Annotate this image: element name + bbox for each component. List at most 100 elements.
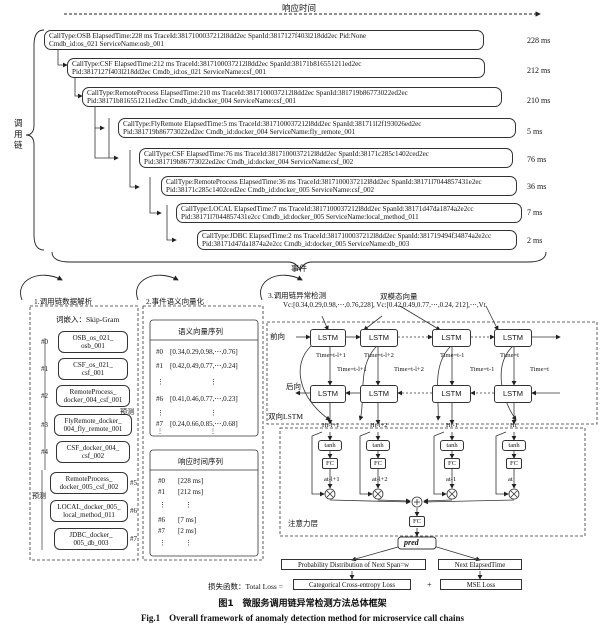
caption-cn: 图1 微服务调用链异常检测方法总体框架 (218, 599, 387, 609)
response-time-label: 响应时间 (282, 3, 317, 13)
a-label-2: at-l+2 (372, 476, 388, 483)
event-label: 事件 (291, 264, 307, 273)
predict-tag-2: 预测 (32, 492, 46, 500)
multimodal-label: 双模态向量 (380, 292, 418, 301)
lstm-forward-2: LSTM (360, 329, 398, 347)
a-label-3: at-1 (446, 476, 457, 483)
idx-5: #5 (130, 479, 137, 487)
call-span-2: CallType:RemoteProcess ElapsedTime:210 m… (82, 87, 502, 107)
time-top-1: Time=t-l+1 (316, 352, 346, 359)
span-1-ms: 212 ms (527, 66, 551, 75)
vec-val-2: ⋮ (210, 378, 217, 386)
caption-en: Fig.1 Overall framework of anomaly detec… (140, 613, 465, 623)
next-span-distribution: Probability Distribution of Next Span=w (281, 559, 426, 570)
predict-tag: 预测 (120, 408, 134, 416)
embed-label: 词嵌入：Skip-Gram (56, 315, 120, 324)
lstm-backward-3: LSTM (432, 385, 471, 403)
event-template-0: OSB_os_021_osb_001 (58, 331, 128, 353)
vec-val-1: [0.42,0.49,0.77,⋯,0.24] (170, 362, 238, 370)
resp-val-1: [212 ms] (178, 488, 204, 496)
call-span-6: CallType:LOCAL ElapsedTime:7 ms TraceId:… (176, 203, 522, 223)
time-mid-1: Time=t-l+1 (337, 366, 367, 373)
attention-label: 注意力层 (288, 519, 318, 528)
idx-6: #6 (130, 507, 137, 515)
h-label-3: Ht-1 (446, 422, 458, 429)
vector-seq-title: 语义向量序列 (178, 327, 223, 336)
resp-idx-0: #0 (158, 477, 165, 485)
lstm-forward-1: LSTM (310, 329, 346, 347)
event-template-5: RemoteProcess_docker_005_csf_002 (50, 472, 128, 494)
span-4-ms: 76 ms (527, 155, 547, 164)
a-label-4: at (508, 476, 513, 483)
call-span-1: CallType:CSF ElapsedTime:212 ms TraceId:… (67, 58, 485, 78)
vec-val-4: ⋮ (210, 409, 217, 417)
resp-val-4: [2 ms] (178, 527, 197, 535)
span-3-ms: 5 ms (527, 127, 543, 136)
time-mid-3: Time=t-1 (470, 366, 495, 373)
fc-4: FC (506, 458, 522, 469)
idx-7: #7 (130, 535, 137, 543)
h-label-1: Ht-l+1 (322, 422, 340, 429)
loss-prefix: 损失函数：Total Loss = (208, 582, 283, 591)
idx-3: #3 (41, 421, 48, 429)
loss-plus: + (427, 580, 432, 589)
vec-idx-5: #7 (156, 420, 163, 428)
time-mid-4: Time=t (530, 366, 549, 373)
span-2-ms: 210 ms (527, 96, 551, 105)
idx-0: #0 (41, 338, 48, 346)
span-7-ms: 2 ms (527, 236, 543, 245)
time-top-2: Time=t-l+2 (364, 352, 394, 359)
next-elapsed-time: Next ElapsedTime (438, 559, 522, 570)
resp-idx-4: #7 (158, 527, 165, 535)
span-5-ms: 36 ms (527, 182, 547, 191)
event-template-4: CSF_docker_004_csf_002 (56, 441, 130, 463)
idx-1: #1 (41, 365, 48, 373)
vec-val-3: [0.41,0.46,0.77,⋯,0.23] (170, 395, 238, 403)
vec-val-6: ⋮ (210, 429, 216, 435)
cross-entropy-loss: Categorical Cross-entropy Loss (293, 579, 411, 590)
section2-title: 2.事件语义向量化 (146, 297, 205, 306)
a-label-1: at-l+1 (324, 476, 340, 483)
vec-val-0: [0.34,0.29,0.98,⋯,0.76] (170, 348, 238, 356)
tanh-3: tanh (440, 440, 464, 451)
backward-label: 后向 (286, 382, 301, 391)
mse-loss: MSE Loss (440, 579, 522, 590)
resp-idx-2: ⋮ (159, 501, 166, 509)
lstm-backward-2: LSTM (360, 385, 398, 403)
call-chain-side-label: 调 用 链 (14, 118, 23, 150)
pred-node: pred (404, 538, 419, 547)
call-span-0: CallType:OSB ElapsedTime:228 ms TraceId:… (44, 30, 484, 50)
time-top-3: Time=t-1 (440, 352, 465, 359)
call-span-7: CallType:JDBC ElapsedTime:2 ms TraceId:3… (197, 230, 517, 250)
h-label-4: Ht (510, 422, 517, 429)
vec-idx-6: ⋮ (157, 429, 163, 435)
resp-val-5: ⋮ (185, 539, 192, 547)
resp-val-2: ⋮ (185, 501, 192, 509)
forward-label: 前向 (270, 332, 285, 341)
section3-title: 3.调用链异常检测 (268, 291, 327, 300)
lstm-backward-4: LSTM (494, 385, 532, 403)
resp-val-3: [7 ms] (178, 516, 197, 524)
event-template-6: LOCAL_docker_005_local_method_011 (50, 500, 128, 522)
resp-idx-1: #1 (158, 488, 165, 496)
span-6-ms: 7 ms (527, 208, 543, 217)
tanh-4: tanh (502, 440, 526, 451)
span-0-ms: 228 ms (527, 36, 551, 45)
time-mid-2: Time=t-l+2 (394, 366, 424, 373)
resp-idx-5: ⋮ (159, 539, 166, 547)
vec-val-5: [0.24,0.66,0.85,⋯,0.68] (170, 420, 238, 428)
resp-val-0: [228 ms] (178, 477, 204, 485)
vec-idx-0: #0 (156, 348, 163, 356)
resp-seq-title: 响应时间序列 (178, 457, 223, 466)
fc-3: FC (444, 458, 460, 469)
vec-idx-2: ⋮ (157, 378, 164, 386)
call-span-3: CallType:FlyRemote ElapsedTime:5 ms Trac… (118, 118, 516, 138)
call-span-5: CallType:RemoteProcess ElapsedTime:36 ms… (161, 176, 517, 196)
event-template-2: RemoteProcess_docker_004_csf_001 (56, 385, 130, 407)
fc-2: FC (370, 458, 386, 469)
bilstm-label: 双向LSTM (268, 412, 304, 421)
event-template-3: FlyRemote_docker_004_fly_remote_001 (54, 414, 132, 436)
idx-4: #4 (41, 448, 48, 456)
